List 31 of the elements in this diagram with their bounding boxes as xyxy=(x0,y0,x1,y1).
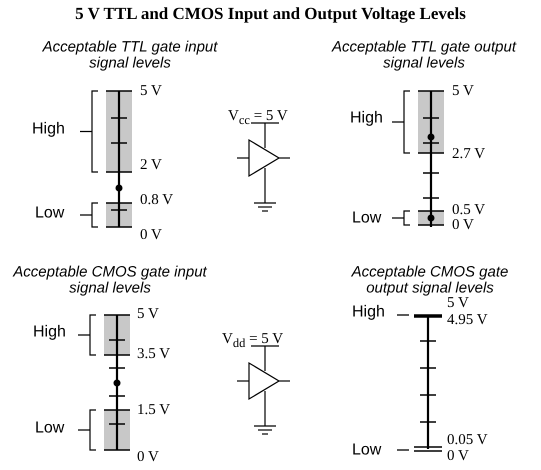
logic-level-label: Low xyxy=(35,206,64,222)
logic-level-label: Low xyxy=(352,442,382,460)
logic-level-label: High xyxy=(350,110,383,128)
voltage-label: 0.05 V xyxy=(447,433,488,449)
voltage-label: 3.5 V xyxy=(137,347,170,363)
voltage-label: 5 V xyxy=(140,84,162,100)
voltage-label: 2.7 V xyxy=(452,147,486,163)
voltage-label: 2 V xyxy=(140,158,162,174)
chart-heading: Acceptable TTL gate output signal levels xyxy=(330,39,518,71)
chart-heading: Acceptable CMOS gate output signal levels xyxy=(350,264,510,296)
logic-level-label: Low xyxy=(352,210,382,228)
voltage-label: 0 V xyxy=(137,450,159,466)
logic-level-label: High xyxy=(32,122,65,138)
chart-heading: Acceptable CMOS gate input signal levels xyxy=(12,264,208,296)
supply-voltage-label: V$_{dd}$ = 5 V xyxy=(222,332,284,350)
chart-heading: Acceptable TTL gate input signal levels xyxy=(41,39,219,71)
voltage-label: 0.5 V xyxy=(452,203,486,219)
logic-level-label: High xyxy=(33,324,66,342)
voltage-label: 0 V xyxy=(447,449,469,465)
voltage-label: 0 V xyxy=(140,228,162,244)
diagram-title: 5 V TTL and CMOS Input and Output Voltage Levels xyxy=(74,5,467,23)
logic-level-label: Low xyxy=(35,420,64,438)
supply-voltage-label: V$_{cc}$ = 5 V xyxy=(228,108,288,128)
voltage-label: 5 V xyxy=(447,296,469,312)
voltage-label: 0 V xyxy=(452,218,474,234)
voltage-label: 4.95 V xyxy=(447,313,488,329)
voltage-label: 5 V xyxy=(137,307,159,323)
voltage-label: 1.5 V xyxy=(137,403,170,419)
logic-level-label: High xyxy=(352,304,385,322)
voltage-label: 5 V xyxy=(452,84,474,100)
voltage-label: 0.8 V xyxy=(140,193,174,209)
